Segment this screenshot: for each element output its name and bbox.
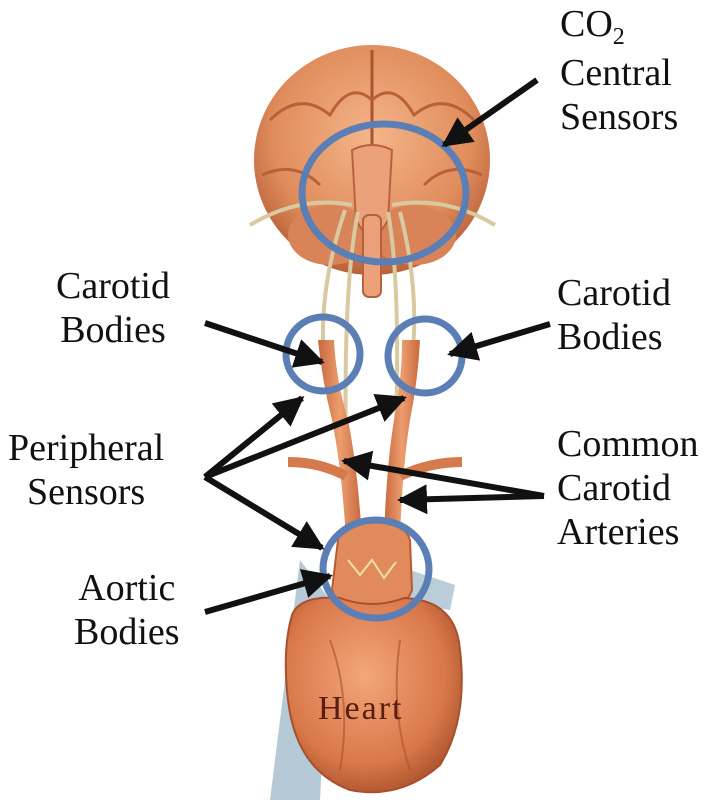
heart-label: Heart — [318, 690, 404, 728]
carotid-left-line2: Bodies — [56, 308, 170, 352]
arrow-carotid-right — [450, 324, 550, 354]
common-carotid-line2: Carotid — [557, 466, 698, 510]
aortic-bodies-label: Aortic Bodies — [74, 566, 180, 654]
co2-label-line2: Central — [560, 51, 678, 95]
arrow-carotid-left — [205, 323, 322, 362]
arrow-common-carotid-2 — [400, 496, 544, 500]
co2-label-line3: Sensors — [560, 95, 678, 139]
co2-label-main: CO — [560, 3, 613, 45]
carotid-left-line1: Carotid — [56, 264, 170, 308]
arrow-peripheral-3 — [205, 477, 322, 548]
common-carotid-arteries-label: Common Carotid Arteries — [557, 422, 698, 554]
co2-label-subscript: 2 — [613, 24, 625, 50]
co2-central-sensors-label: CO2 Central Sensors — [560, 2, 678, 139]
carotid-bodies-right-label: Carotid Bodies — [557, 271, 671, 359]
peripheral-line1: Peripheral — [8, 426, 164, 470]
carotid-right-line2: Bodies — [557, 315, 671, 359]
aortic-line1: Aortic — [74, 566, 180, 610]
common-carotid-line3: Arteries — [557, 510, 698, 554]
carotid-right-line1: Carotid — [557, 271, 671, 315]
common-carotid-line1: Common — [557, 422, 698, 466]
peripheral-line2: Sensors — [8, 470, 164, 514]
carotid-bodies-left-label: Carotid Bodies — [56, 264, 170, 352]
carotid-arteries — [288, 340, 462, 540]
peripheral-sensors-label: Peripheral Sensors — [8, 426, 164, 514]
aortic-line2: Bodies — [74, 610, 180, 654]
arrow-peripheral-1 — [205, 398, 302, 477]
